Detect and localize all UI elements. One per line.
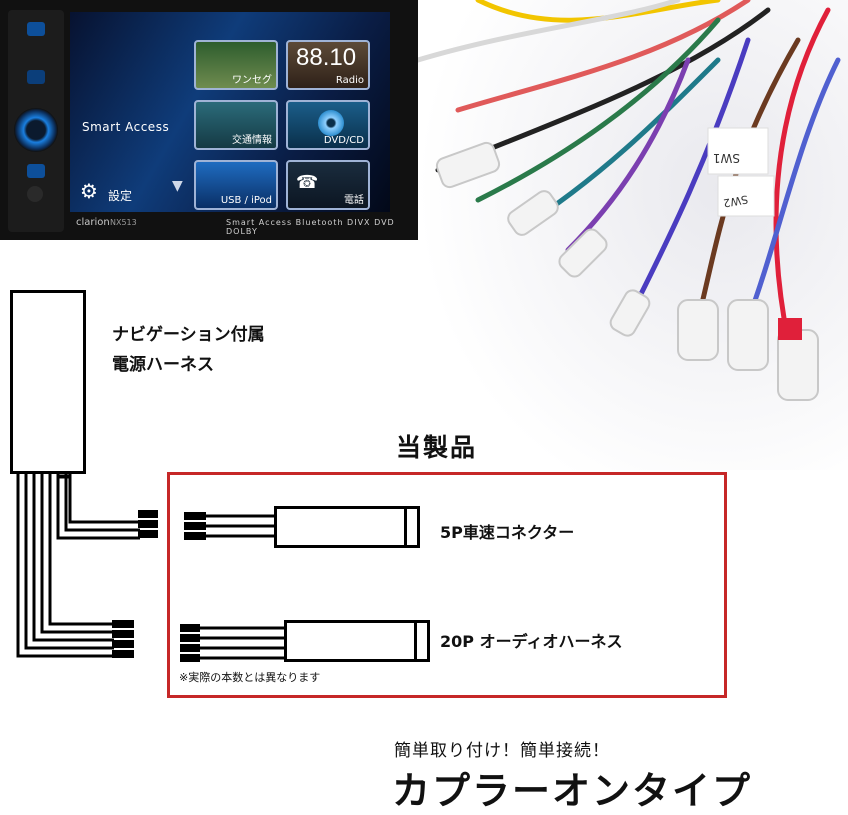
tile-dvd: DVD/CD [286, 100, 370, 150]
tile-radio: 88.10 Radio [286, 40, 370, 90]
gear-icon: ⚙ [80, 179, 98, 203]
tile-oneseg: ワンセグ [194, 40, 278, 90]
tag-label-sw1: SW1 [713, 151, 740, 165]
aux-jack [27, 186, 43, 202]
menu-button [27, 22, 45, 36]
pin [138, 520, 158, 528]
power-button [27, 164, 45, 178]
tile-oneseg-label: ワンセグ [232, 75, 272, 86]
connector-5p-drawing [184, 512, 276, 540]
connector-20p-drawing [180, 624, 286, 662]
tile-traffic-label: 交通情報 [232, 135, 272, 146]
connector-20p-label: 20P オーディオハーネス [440, 632, 623, 651]
nav-harness-label-line2: 電源ハーネス [112, 355, 214, 375]
head-unit-photo: Smart Access ⚙ 設定 ▼ ワンセグ 88.10 Radio 交通情… [0, 0, 418, 240]
pin [138, 530, 158, 538]
head-unit-control-panel [8, 10, 64, 232]
tagline: 簡単取り付け！簡単接続！ [394, 741, 610, 761]
tile-radio-label: Radio [335, 75, 364, 86]
tile-dvd-label: DVD/CD [323, 135, 364, 146]
tile-usb: USB / iPod [194, 160, 278, 210]
headline: カプラーオンタイプ [392, 769, 753, 813]
radio-frequency: 88.10 [296, 44, 357, 71]
tile-usb-label: USB / iPod [220, 195, 272, 206]
pin [112, 620, 134, 628]
feature-logos: Smart Access Bluetooth DIVX DVD DOLBY [226, 218, 395, 236]
pin [112, 640, 134, 648]
nav-harness-box [10, 290, 86, 474]
nav-harness-label-line1: ナビゲーション付属 [112, 325, 265, 345]
connector-5p-label: 5P車速コネクター [440, 523, 575, 542]
pin [138, 510, 158, 518]
scroll-down-icon: ▼ [172, 178, 183, 194]
wire-harness-photo: SW1 SW2 [418, 0, 848, 470]
brand-logo: clarion [76, 217, 110, 228]
settings-label: 設定 [108, 189, 133, 203]
pin [112, 630, 134, 638]
connector-20p-body [284, 620, 430, 662]
connector-5p-body [274, 506, 420, 548]
volume-knob [14, 108, 58, 152]
wire-tags: SW1 SW2 [707, 127, 775, 217]
disclaimer-note: ※実際の本数とは異なります [179, 671, 321, 684]
tile-traffic: 交通情報 [194, 100, 278, 150]
tile-phone-label: 電話 [344, 195, 364, 206]
product-frame [167, 472, 727, 698]
smart-access-label: Smart Access [82, 120, 170, 134]
model-number: NX513 [110, 218, 137, 227]
pin [112, 650, 134, 658]
product-title: 当製品 [396, 433, 478, 462]
disc-icon [318, 110, 344, 136]
eject-button [27, 70, 45, 84]
phone-icon: ☎ [296, 172, 319, 193]
nav-harness-wires [16, 474, 158, 658]
tile-phone: ☎ 電話 [286, 160, 370, 210]
tag-label-sw2: SW2 [722, 192, 749, 209]
